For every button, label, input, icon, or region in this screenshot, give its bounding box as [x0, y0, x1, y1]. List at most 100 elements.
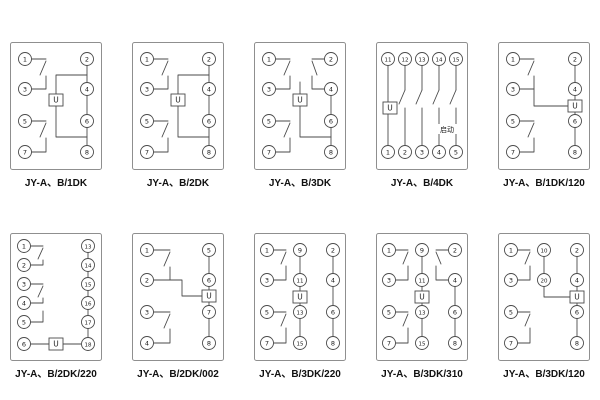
terminal-number: 15	[85, 282, 92, 288]
terminal-number: 1	[509, 246, 513, 254]
terminal-circle	[415, 52, 429, 66]
terminal-circle	[570, 336, 584, 350]
terminal-number: 7	[23, 148, 27, 156]
diagram-label: JY-A、B/2DK/220	[15, 369, 97, 380]
terminal-circle	[568, 114, 582, 128]
wire	[527, 122, 535, 138]
terminal-circle	[448, 305, 462, 319]
diagram-label: JY-A、B/3DK/310	[381, 369, 463, 380]
wire	[280, 313, 287, 327]
wire	[518, 137, 535, 153]
terminal-circle	[293, 243, 307, 257]
terminal-circle	[568, 145, 582, 159]
terminal-number: 14	[85, 263, 92, 269]
wire	[398, 89, 406, 105]
wire	[274, 137, 291, 153]
wire	[432, 89, 440, 105]
terminal-circle	[81, 315, 95, 329]
terminal-number: 5	[22, 318, 26, 326]
coil-label: U	[574, 293, 580, 302]
wire	[37, 285, 44, 298]
terminal-number: 8	[331, 339, 335, 347]
terminal-number: 2	[329, 55, 333, 63]
wire	[169, 279, 203, 297]
coil-box	[292, 290, 308, 304]
terminal-number: 5	[509, 308, 513, 316]
wire	[527, 60, 535, 76]
wire	[55, 74, 88, 95]
terminal-circle	[140, 273, 154, 287]
start-label: 启动	[440, 125, 454, 134]
terminal-circle	[504, 336, 518, 350]
coil-box	[201, 289, 217, 303]
terminal-number: 12	[402, 57, 409, 63]
coil-label: U	[53, 340, 59, 349]
wire	[55, 105, 88, 138]
wire	[272, 327, 287, 344]
terminal-circle	[80, 52, 94, 66]
terminal-number: 17	[85, 320, 92, 326]
wire	[152, 328, 171, 344]
wire	[161, 60, 169, 76]
terminal-circle	[17, 239, 31, 253]
terminal-circle	[506, 114, 520, 128]
terminal-number: 13	[419, 310, 426, 316]
diagram-label: JY-A、B/4DK	[390, 178, 454, 189]
coil-box	[567, 99, 583, 113]
wire	[524, 251, 531, 265]
terminal-circle	[415, 305, 429, 319]
terminal-circle	[260, 243, 274, 257]
terminal-number: 1	[265, 246, 269, 254]
terminal-circle	[81, 337, 95, 351]
diagram-frame	[376, 233, 468, 361]
terminal-number: 5	[207, 246, 211, 254]
terminal-number: 2	[403, 148, 407, 156]
terminal-number: 5	[145, 117, 149, 125]
diagram-frame	[132, 42, 224, 170]
terminal-number: 3	[420, 148, 424, 156]
terminal-circle	[326, 305, 340, 319]
terminal-number: 13	[419, 57, 426, 63]
coil-label: U	[175, 96, 181, 105]
terminal-number: 7	[145, 148, 149, 156]
terminal-circle	[324, 145, 338, 159]
wire	[177, 74, 210, 95]
terminal-circle	[537, 243, 551, 257]
terminal-number: 1	[387, 246, 391, 254]
terminal-number: 4	[329, 85, 333, 93]
diagram-frame	[498, 233, 590, 361]
diagram-frame	[10, 233, 102, 361]
terminal-number: 8	[207, 148, 211, 156]
wire	[402, 251, 409, 265]
terminal-number: 9	[298, 246, 302, 254]
wire	[283, 122, 291, 138]
terminal-number: 5	[511, 117, 515, 125]
wire	[518, 75, 535, 90]
terminal-number: 2	[85, 55, 89, 63]
terminal-circle	[140, 243, 154, 257]
terminal-circle	[202, 305, 216, 319]
terminal-circle	[326, 336, 340, 350]
coil-label: U	[419, 293, 425, 302]
terminal-number: 6	[331, 308, 335, 316]
terminal-circle	[260, 273, 274, 287]
diagram-label: JY-A、B/3DK	[268, 178, 332, 189]
terminal-number: 2	[22, 261, 26, 269]
diagram-label: JY-A、B/2DK	[146, 178, 210, 189]
terminal-circle	[17, 296, 31, 310]
terminal-number: 8	[207, 339, 211, 347]
terminal-number: 13	[85, 244, 92, 250]
terminal-circle	[202, 336, 216, 350]
terminal-number: 4	[437, 148, 441, 156]
terminal-circle	[17, 337, 31, 351]
terminal-number: 3	[22, 280, 26, 288]
terminal-number: 8	[573, 148, 577, 156]
wire	[152, 266, 171, 281]
